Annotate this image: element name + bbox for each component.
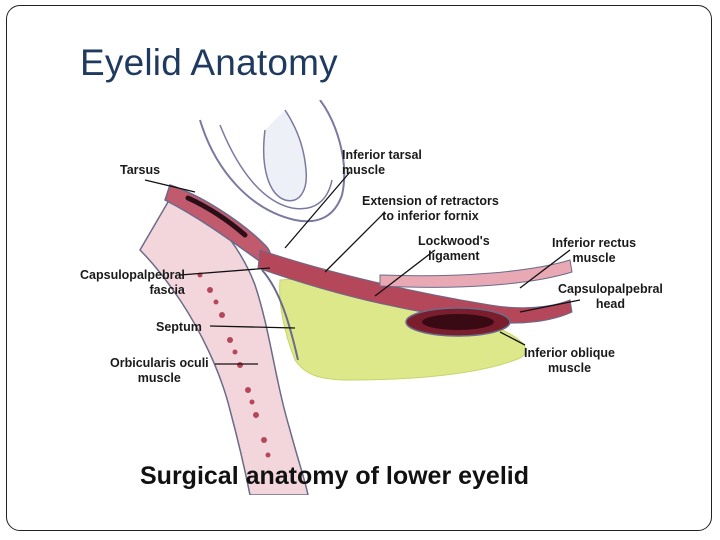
orbicularis-dots <box>197 272 271 458</box>
label-tarsus: Tarsus <box>120 163 161 177</box>
leader-lines <box>144 171 581 365</box>
eyelid-anatomy-illustration: Tarsus Inferior tarsal muscle Extension … <box>80 100 663 495</box>
label-inferior-oblique-muscle: Inferior oblique muscle <box>524 346 615 375</box>
tarsal-gland <box>185 195 248 238</box>
slide-frame <box>6 5 712 531</box>
slide-title: Eyelid Anatomy <box>80 42 338 83</box>
lower-lid-body <box>139 188 309 495</box>
globe-outline <box>199 100 346 223</box>
inferior-rectus-band <box>379 259 573 288</box>
label-inferior-rectus-muscle: Inferior rectus muscle <box>552 236 637 265</box>
label-capsulopalpebral-fascia: Capsulopalpebral fascia <box>80 268 185 297</box>
septum-line <box>261 269 299 361</box>
globe-inner-outline <box>219 124 333 210</box>
eyelid-drawing <box>139 100 581 495</box>
fornix-pocket <box>262 109 308 202</box>
label-orbicularis-oculi-muscle: Orbicularis oculi muscle <box>110 356 209 385</box>
label-septum: Septum <box>156 320 202 334</box>
label-lockwoods-ligament: Lockwood's ligament <box>418 234 490 263</box>
label-capsulopalpebral-head: Capsulopalpebral head <box>558 282 663 311</box>
label-inferior-tarsal-muscle: Inferior tarsal muscle <box>342 148 422 177</box>
label-extension-of-retractors: Extension of retractors to inferior forn… <box>362 194 499 223</box>
figure-caption: Surgical anatomy of lower eyelid <box>140 462 530 490</box>
